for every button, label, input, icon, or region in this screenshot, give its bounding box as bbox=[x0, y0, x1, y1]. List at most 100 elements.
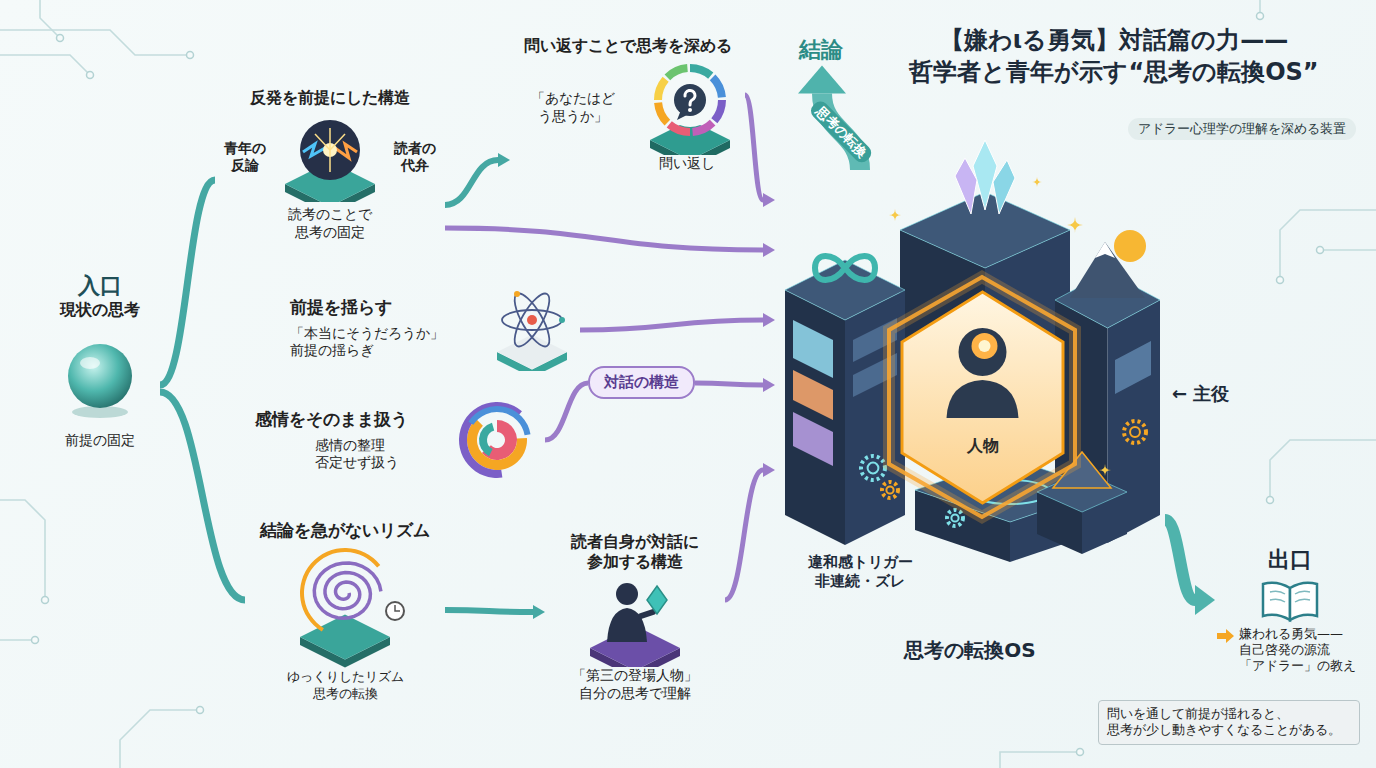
step-node: 青年の 反論 読者の 代弁 bbox=[215, 112, 445, 202]
hexagon-core bbox=[902, 292, 1063, 503]
book-icon bbox=[1263, 582, 1317, 619]
os-illustration bbox=[868, 463, 879, 474]
os-illustration bbox=[889, 277, 1075, 517]
connector bbox=[695, 383, 763, 385]
conflict-icon bbox=[303, 144, 325, 156]
circuit-trace bbox=[40, 0, 60, 38]
rhythm-spiral bbox=[300, 548, 380, 632]
os-illustration bbox=[1095, 242, 1115, 258]
os-illustration bbox=[1130, 427, 1140, 437]
step-node: 反発を前提にした構造青年の 反論読者の 代弁読考のことで 思考の固定 bbox=[215, 88, 445, 241]
os-illustration bbox=[1124, 421, 1146, 443]
circuit-trace bbox=[42, 597, 49, 604]
hexagon-core bbox=[959, 328, 1007, 376]
os-illustration bbox=[785, 140, 1160, 562]
node-text: ゆっくりしたリズム 思考の転換 bbox=[280, 669, 410, 702]
os-illustration bbox=[889, 277, 1075, 517]
os-illustration bbox=[793, 320, 833, 378]
hexagon-core bbox=[947, 380, 1019, 418]
conflict-icon bbox=[335, 144, 357, 158]
node-heading: 感情をそのまま扱う bbox=[255, 409, 455, 430]
emotion-swirl bbox=[459, 402, 531, 478]
circuit-trace bbox=[32, 637, 39, 644]
os-illustration bbox=[993, 160, 1015, 214]
connector bbox=[1165, 520, 1195, 600]
node-heading: 結論 bbox=[799, 36, 843, 64]
os-illustration bbox=[785, 290, 845, 545]
reader-figure bbox=[616, 583, 638, 605]
connectors bbox=[160, 94, 1195, 613]
step-node: 結論を急がないリズムゆっくりしたリズム 思考の転換 bbox=[245, 520, 445, 702]
circuit-trace bbox=[1257, 13, 1264, 20]
caption-note: 問いを通して前提が揺れると、 思考が少し動きやすくなることがある。 bbox=[1098, 700, 1360, 745]
reader-figure bbox=[647, 586, 667, 614]
os-illustration bbox=[1067, 217, 1083, 233]
entry-bubble bbox=[68, 344, 132, 418]
node-text: 「本当にそうだろうか」 前提の揺らぎ bbox=[290, 325, 470, 360]
circuit-trace bbox=[0, 639, 35, 641]
exit-node: 出口嫌われる勇気—— 自己啓発の源流 「アドラー」の教え bbox=[1215, 546, 1365, 674]
connector bbox=[445, 160, 498, 205]
os-illustration bbox=[815, 256, 875, 280]
step-node: 感情をそのまま扱う感情の整理 否定せず扱う bbox=[255, 409, 455, 471]
step-node: 読者自身が対話に 参加する構造「第三の登場人物」 自分の思考で理解 bbox=[545, 532, 725, 702]
node-text: 感情の整理 否定せず扱う bbox=[315, 437, 415, 472]
node-text: 現状の思考 bbox=[40, 300, 160, 320]
node-heading: 前提を揺らす bbox=[290, 297, 490, 318]
person-icon bbox=[545, 572, 725, 667]
circuit-trace bbox=[197, 707, 204, 714]
node-text: 対話の構造 bbox=[604, 373, 679, 392]
os-illustration bbox=[793, 370, 833, 420]
book-icon bbox=[1290, 582, 1317, 619]
hexagon-core bbox=[972, 333, 998, 359]
step-node: 問い返すことで思考を深める「あなたはど う思うか」問い返し bbox=[510, 36, 745, 173]
hexagon-core bbox=[900, 290, 1065, 505]
conflict-icon bbox=[315, 134, 330, 150]
atom-icon bbox=[514, 291, 520, 297]
edge-label: 思考の転換 bbox=[807, 98, 874, 166]
node-heading: 問い返すことで思考を深める bbox=[510, 36, 745, 56]
reader-figure bbox=[590, 583, 680, 667]
node-text: 「第三の登場人物」 自分の思考で理解 bbox=[565, 667, 705, 702]
rhythm-spiral bbox=[386, 602, 404, 620]
conclusion-node: 結論 bbox=[795, 34, 847, 66]
entry-bubble bbox=[80, 357, 100, 369]
circuit-trace bbox=[1077, 749, 1084, 756]
circuit-trace bbox=[0, 30, 190, 55]
atom-icon bbox=[527, 315, 537, 325]
question-icon bbox=[663, 73, 717, 127]
node-heading: 入口 bbox=[40, 272, 160, 300]
circuit-trace bbox=[1270, 440, 1376, 500]
circuit-trace bbox=[1267, 497, 1274, 504]
book-icon bbox=[1255, 576, 1325, 624]
conflict-icon bbox=[285, 120, 375, 202]
os-illustration bbox=[1099, 464, 1111, 476]
core-hexagon: 人物 bbox=[900, 290, 1065, 505]
node-heading: 読者自身が対話に 参加する構造 bbox=[560, 532, 710, 572]
circuit-trace bbox=[1320, 249, 1376, 251]
node-text: 青年の 反論 bbox=[220, 140, 270, 175]
question-icon bbox=[635, 60, 745, 155]
exit-node: 嫌われる勇気—— 自己啓発の源流 「アドラー」の教え bbox=[1215, 626, 1365, 675]
book-icon bbox=[1263, 582, 1290, 619]
node-text: 読者の 代弁 bbox=[390, 140, 440, 175]
os-illustration bbox=[886, 486, 893, 493]
emotion-swirl bbox=[479, 423, 494, 456]
question-icon bbox=[674, 84, 706, 116]
node-text: 人物 bbox=[900, 436, 1065, 456]
os-illustration bbox=[1032, 177, 1042, 187]
atom-icon bbox=[502, 310, 562, 330]
question-icon bbox=[688, 108, 692, 112]
node-text: 嫌われる勇気—— 自己啓発の源流 「アドラー」の教え bbox=[1239, 626, 1364, 675]
circuit-trace bbox=[0, 500, 45, 600]
step-node: 前提を揺らす「本当にそうだろうか」 前提の揺らぎ bbox=[290, 297, 490, 359]
title: 【嫌わιる勇気】対話篇の力—— 哲学者と青年が示す“思考の転換OS” bbox=[868, 24, 1360, 89]
os-illustration bbox=[889, 209, 901, 221]
circuit-trace bbox=[1000, 752, 1080, 768]
os-illustration bbox=[1115, 341, 1151, 394]
connector bbox=[445, 228, 763, 250]
rhythm-spiral bbox=[300, 548, 404, 667]
